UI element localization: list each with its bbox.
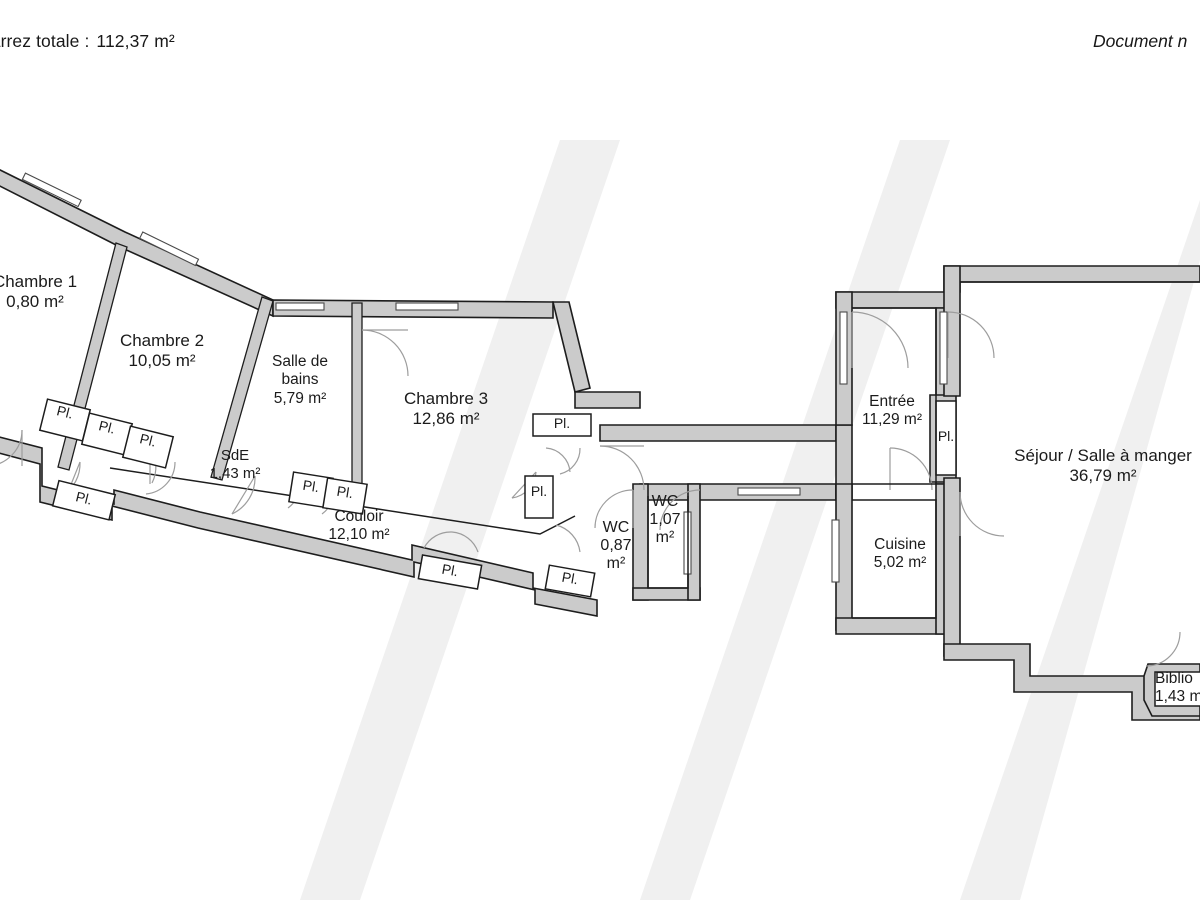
window-chambre1 <box>21 172 82 208</box>
wall-chambre2-sdb <box>210 296 274 481</box>
window-sejour-door <box>939 311 948 385</box>
closet-box-7 <box>417 554 483 590</box>
window-link-corridor <box>737 487 801 496</box>
window-sdb <box>275 302 325 311</box>
closet-box-9 <box>532 413 592 437</box>
closet-box-3 <box>121 425 175 469</box>
closet-box-10 <box>524 475 554 519</box>
carrez-surface-text: Carrez totale : 112,37 m² <box>0 31 175 52</box>
walls-sejour <box>943 265 1200 721</box>
bibliotheque-inner <box>1154 671 1200 707</box>
watermark-bands <box>300 140 1200 900</box>
closet-boxes <box>38 398 957 598</box>
room-inner-outlines <box>647 281 1200 619</box>
window-cuisine <box>831 519 840 583</box>
closet-box-11 <box>935 400 957 476</box>
window-entree-door <box>839 311 848 385</box>
walls-left-wing <box>0 169 641 409</box>
closet-box-4 <box>51 479 117 521</box>
wall-sdb-chambre3 <box>351 302 363 490</box>
plan-header: Carrez totale : 112,37 m² Document n <box>0 0 1200 90</box>
window-chambre3 <box>395 302 459 311</box>
window-chambre2 <box>138 231 200 267</box>
closet-box-6 <box>322 477 368 515</box>
document-note-text: Document n <box>1093 31 1188 51</box>
closet-box-8 <box>544 564 596 598</box>
carrez-value: 112,37 m² <box>96 31 175 51</box>
carrez-label: Carrez totale : <box>0 31 90 51</box>
